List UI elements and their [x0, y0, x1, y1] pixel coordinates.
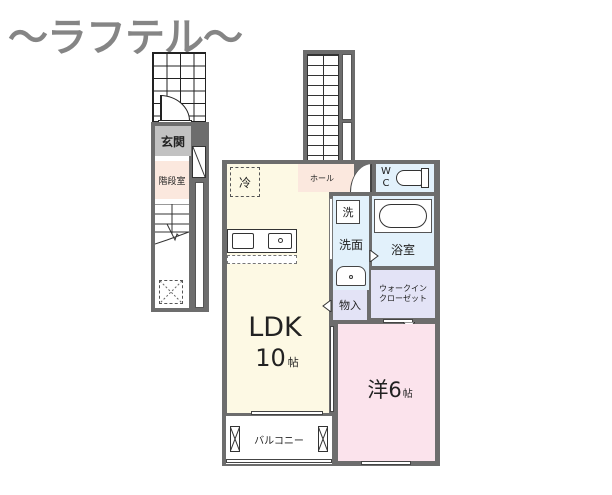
ldk-label: LDK [240, 310, 310, 344]
hall-label: ホール [310, 173, 334, 183]
toilet-tank-icon [421, 168, 429, 188]
wash-basin-icon [336, 266, 366, 286]
kitchen-counter [227, 229, 297, 253]
wc-label-w: W [381, 166, 391, 177]
side-door-icon [192, 146, 206, 178]
ldk-room [227, 164, 329, 413]
balcony-drain-right-icon [318, 426, 328, 452]
annex-side-strip [195, 182, 204, 308]
stairwell-room: 階段室 [155, 161, 189, 199]
annex-stairs [154, 203, 190, 254]
bathroom-label: 浴室 [372, 238, 434, 260]
ldk-size-unit: 帖 [287, 356, 299, 369]
wc-label: W C [379, 164, 393, 192]
western-size: 6 [388, 378, 402, 402]
ldk-size: 10 帖 [244, 344, 310, 374]
western-room-label: 洋 6 帖 [350, 374, 430, 406]
western-window [361, 461, 411, 465]
property-title: 〜ラフテル〜 [8, 15, 243, 61]
fridge-label: 冷 [238, 175, 251, 190]
washer-space: 洗 [336, 200, 360, 224]
upper-stairs [307, 54, 339, 166]
storage-x-icon [159, 280, 183, 304]
closet-door [383, 319, 413, 323]
western-room [338, 324, 435, 461]
entrance-label: 玄関 [160, 134, 185, 149]
stairwell-label: 階段室 [158, 176, 186, 187]
washroom-sliding-door [329, 198, 333, 260]
storage-label: 物入 [339, 299, 361, 312]
hall-room: ホール [298, 164, 354, 192]
balcony-rail [226, 459, 332, 463]
bathtub-icon [374, 199, 432, 233]
western-name: 洋 [367, 378, 389, 402]
western-unit: 帖 [402, 389, 413, 400]
balcony: バルコニー [226, 416, 332, 464]
storage-room: 物入 [333, 290, 367, 320]
walk-in-closet: ウォークイン クローゼット [371, 270, 435, 318]
storage-door-arrow-icon [322, 300, 332, 312]
sink-icon [268, 233, 292, 249]
closet-label-2: クローゼット [379, 294, 427, 303]
ldk-sliding-door [330, 326, 334, 412]
washroom-text: 洗面 [338, 237, 363, 252]
balcony-label: バルコニー [242, 426, 316, 452]
balcony-text: バルコニー [254, 435, 304, 447]
bathroom-text: 浴室 [390, 242, 415, 257]
fridge-space: 冷 [230, 167, 260, 197]
bath-door-arrow-icon [369, 250, 379, 262]
wc-label-c: C [382, 178, 390, 189]
washroom-label: 洗面 [333, 234, 369, 254]
ldk-balcony-window [251, 411, 323, 415]
counter-base [227, 255, 297, 264]
wc-room: W C [376, 164, 434, 192]
toilet-icon [396, 170, 422, 186]
ldk-name: LDK [248, 311, 302, 343]
closet-label-1: ウォークイン [379, 284, 427, 293]
stair-side-strip-top [342, 54, 352, 120]
stove-icon [232, 233, 254, 249]
balcony-drain-left-icon [230, 426, 240, 452]
ldk-size-value: 10 [255, 344, 286, 372]
washer-label: 洗 [342, 206, 354, 219]
entrance-room: 玄関 [155, 126, 191, 156]
